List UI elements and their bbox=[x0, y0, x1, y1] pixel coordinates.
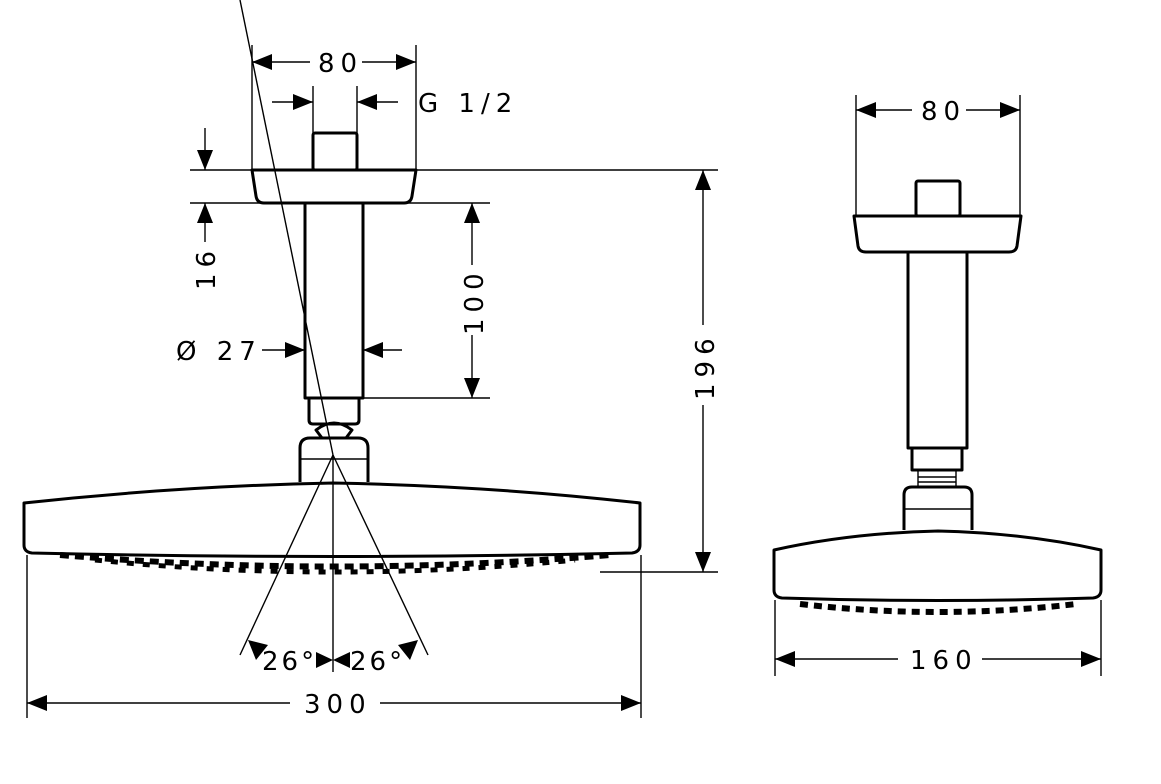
dim-side-flange-width: 80 bbox=[318, 49, 363, 79]
side-dimensions: 80 G 1/2 16 100 Ø 27 196 bbox=[26, 0, 721, 720]
front-arm bbox=[906, 250, 969, 450]
front-nipple bbox=[914, 179, 962, 218]
dim-thread: G 1/2 bbox=[418, 89, 518, 119]
front-shower-head bbox=[772, 529, 1103, 602]
dim-front-flange-width: 80 bbox=[921, 97, 966, 127]
dim-flange-height: 16 bbox=[192, 245, 222, 290]
arrow-icon bbox=[285, 342, 383, 358]
side-shower-head bbox=[22, 481, 642, 558]
arrow-icon bbox=[856, 102, 1020, 118]
arrow-icon bbox=[197, 150, 213, 223]
arrow-icon bbox=[464, 203, 480, 398]
side-view-shower bbox=[22, 131, 642, 575]
side-nut bbox=[307, 398, 361, 426]
dim-spray-angle-left: 26° bbox=[262, 647, 317, 677]
front-nut bbox=[910, 448, 964, 472]
front-view-shower bbox=[772, 179, 1103, 615]
dim-spray-angle-right: 26° bbox=[350, 647, 405, 677]
side-ceiling-flange bbox=[250, 168, 418, 205]
side-nozzles bbox=[59, 552, 611, 570]
arrow-icon bbox=[252, 54, 416, 70]
dim-total-height: 196 bbox=[691, 332, 721, 400]
front-nozzles bbox=[799, 601, 1077, 615]
front-ceiling-flange bbox=[852, 214, 1023, 254]
dim-front-head-width: 160 bbox=[910, 646, 978, 676]
side-nipple bbox=[311, 131, 359, 172]
dim-head-width: 300 bbox=[304, 690, 372, 720]
front-dimensions: 80 160 bbox=[774, 95, 1102, 676]
front-connector bbox=[902, 485, 974, 530]
arrow-icon bbox=[293, 94, 377, 110]
side-connector bbox=[298, 436, 370, 482]
dim-arm-length: 100 bbox=[460, 267, 490, 335]
side-arm bbox=[303, 201, 365, 400]
dim-arm-diameter: Ø 27 bbox=[176, 337, 262, 367]
